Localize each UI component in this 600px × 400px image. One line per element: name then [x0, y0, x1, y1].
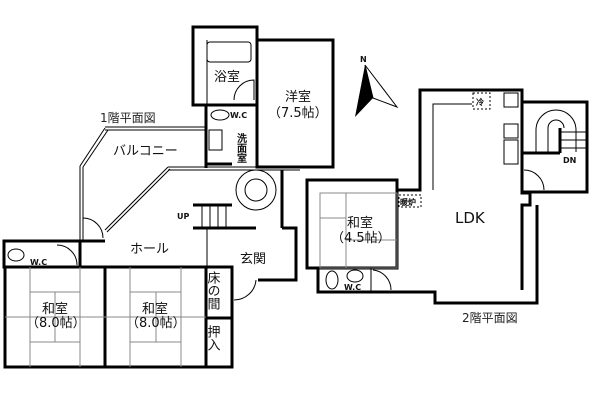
up-stair [193, 203, 256, 267]
label-western-room: 洋室 [285, 89, 311, 105]
toilet-icon [325, 270, 339, 290]
fireplace-marker [398, 194, 422, 208]
label-japanese-room-small: 和室 [347, 215, 373, 231]
spiral-stair-icon [235, 169, 277, 211]
label-wc-upper: W.C [230, 111, 247, 120]
label-up: UP [177, 212, 189, 221]
floor1-plan [2, 25, 335, 369]
fridge-marker [472, 92, 491, 110]
label-bath: 浴室 [214, 69, 240, 85]
stair-room-wall [520, 100, 589, 194]
label-wc-left: W.C [30, 258, 47, 267]
bath-door [233, 79, 255, 101]
label-western-room-size: （7.5帖） [268, 106, 328, 121]
label-down: DN [563, 156, 576, 165]
entrance-door [233, 279, 257, 301]
floor2-plan [305, 88, 589, 305]
stove-icon [503, 92, 519, 108]
label-closet: 押入 [205, 325, 221, 351]
north-arrow-icon: N [355, 55, 399, 117]
label-washroom: 洗面室 [235, 132, 247, 163]
label-ldk: LDK [455, 209, 486, 227]
bathtub [206, 41, 252, 63]
label-tokonoma: 床の間 [205, 271, 221, 311]
floor1-title: 1階平面図 [100, 110, 156, 125]
label-hall: ホール [130, 242, 169, 257]
bath-wall [191, 25, 259, 107]
label-japanese-room-1-size: （8.0帖） [26, 316, 86, 331]
sink-icon [208, 129, 223, 151]
compass-north-label: N [360, 55, 367, 64]
sink-icon [346, 269, 364, 283]
sink-icon [503, 123, 519, 139]
label-entrance: 玄関 [240, 252, 266, 267]
label-fireplace: 暖炉 [400, 197, 416, 207]
tatami-grid [5, 267, 206, 367]
label-japanese-room-2-size: （8.0帖） [126, 316, 186, 331]
balcony [79, 126, 300, 240]
toilet-icon [7, 248, 25, 262]
spiral-stair-icon [535, 109, 577, 152]
counter-icon [503, 139, 519, 165]
toilet-icon [210, 109, 230, 121]
label-japanese-room-2: 和室 [142, 301, 168, 317]
label-wc-2f: W.C [344, 283, 361, 292]
label-japanese-room-1: 和室 [42, 301, 68, 317]
floor2-title: 2階平面図 [462, 310, 518, 325]
label-japanese-room-small-size: （4.5帖） [331, 231, 391, 246]
label-balcony: バルコニー [113, 144, 178, 159]
label-fridge: 冷 [476, 97, 484, 107]
